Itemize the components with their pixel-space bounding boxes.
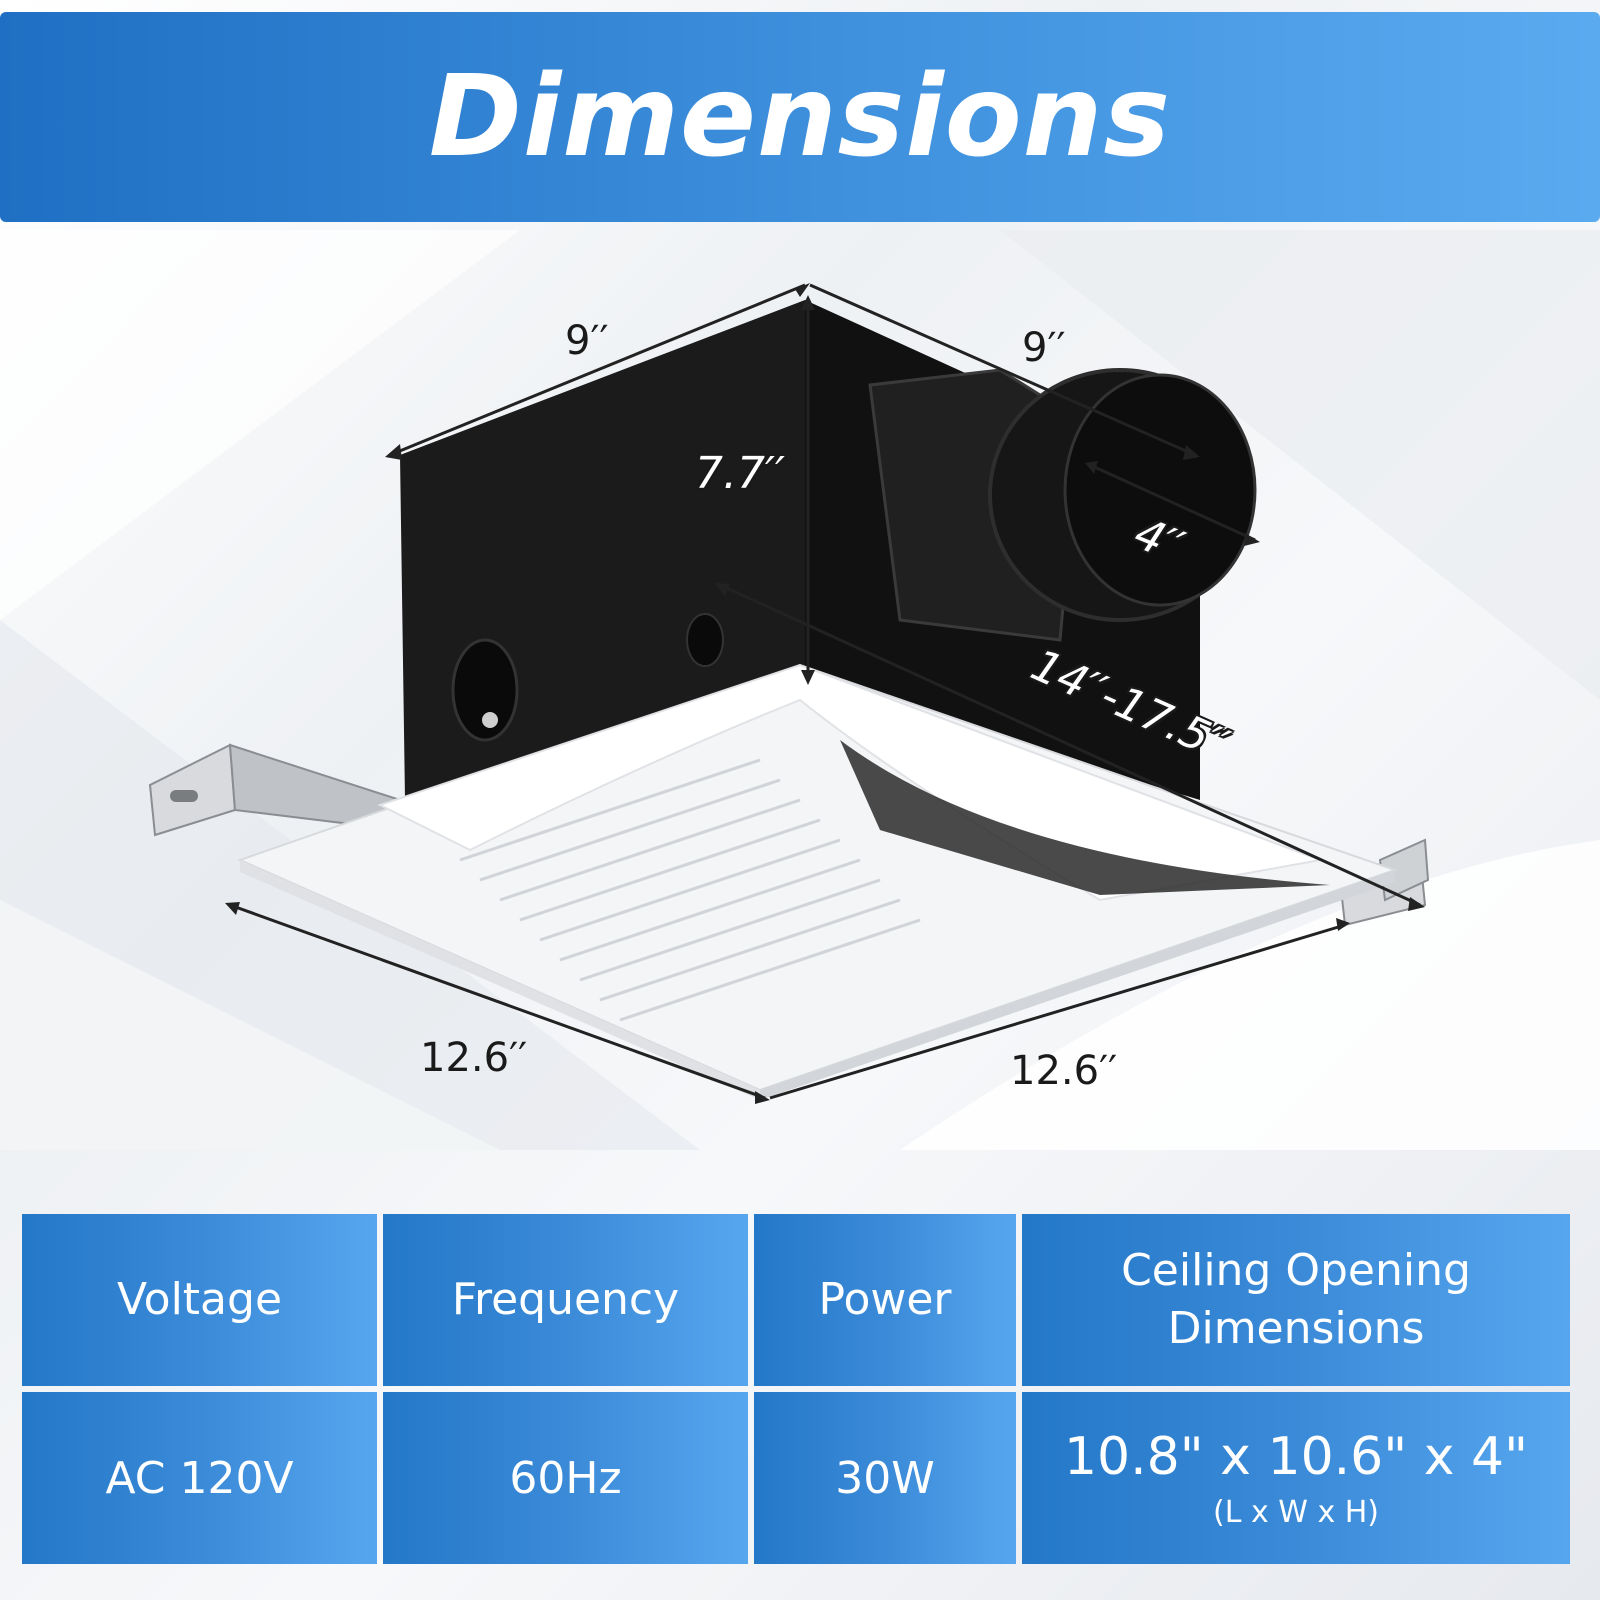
mounting-bracket-right xyxy=(1338,838,1430,927)
duct-collar xyxy=(868,368,1257,642)
header-voltage: Voltage xyxy=(22,1214,377,1386)
dim-label-bottom-right: 12.6′′ xyxy=(1010,1048,1118,1094)
page-title: Dimensions xyxy=(428,52,1172,182)
arrow-heads xyxy=(225,283,1425,1104)
header-ceiling-opening-label: Ceiling Opening Dimensions xyxy=(1121,1245,1471,1354)
opening-dimensions-note: (L x W x H) xyxy=(1213,1494,1379,1530)
value-voltage: AC 120V xyxy=(22,1392,377,1564)
header-banner: Dimensions xyxy=(0,12,1600,222)
dim-label-top-left: 9′′ xyxy=(565,318,609,364)
grille-cover xyxy=(237,663,1399,1100)
dim-label-bottom-left: 12.6′′ xyxy=(420,1035,528,1081)
spec-value-row: AC 120V 60Hz 30W 10.8" x 10.6" x 4" (L x… xyxy=(22,1392,1570,1564)
value-ceiling-opening: 10.8" x 10.6" x 4" (L x W x H) xyxy=(1022,1392,1570,1564)
spec-table: Voltage Frequency Power Ceiling Opening … xyxy=(16,1208,1576,1570)
value-frequency: 60Hz xyxy=(383,1392,748,1564)
header-power: Power xyxy=(754,1214,1016,1386)
dim-label-top-right: 9′′ xyxy=(1022,325,1066,371)
spec-header-row: Voltage Frequency Power Ceiling Opening … xyxy=(22,1214,1570,1386)
opening-dimensions: 10.8" x 10.6" x 4" xyxy=(1063,1426,1529,1487)
mounting-bracket-left xyxy=(148,743,401,837)
header-ceiling-opening: Ceiling Opening Dimensions xyxy=(1022,1214,1570,1386)
dim-label-height: 7.7′′ xyxy=(695,448,785,499)
value-power: 30W xyxy=(754,1392,1016,1564)
dimension-arrows xyxy=(229,283,1421,1100)
product-diagram: 9′′ 9′′ 7.7′′ 4′′ 14′′-17.5′′ 12.6′′ 12.… xyxy=(0,230,1600,1130)
fan-illustration xyxy=(148,283,1430,1104)
header-frequency: Frequency xyxy=(383,1214,748,1386)
